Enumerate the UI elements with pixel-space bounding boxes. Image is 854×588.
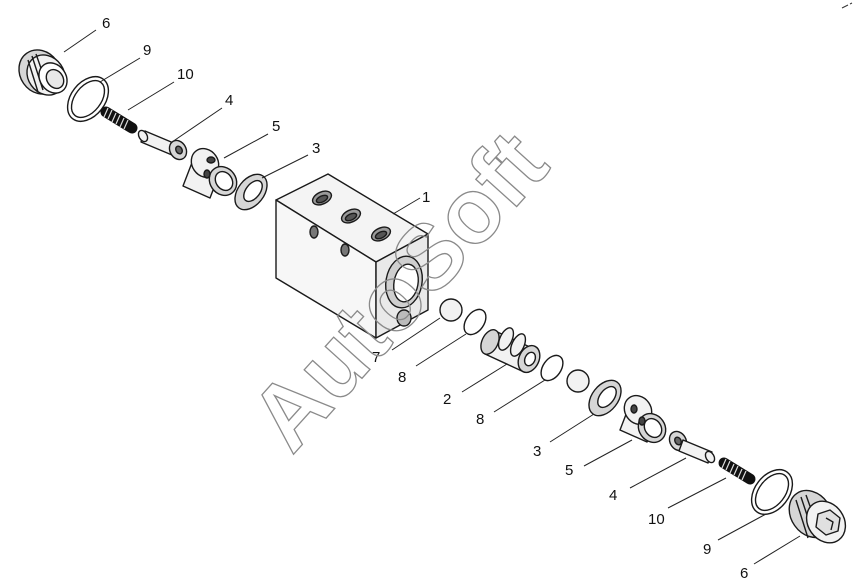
plug-part-6-upper: [18, 49, 68, 96]
callout-8-a: 8: [398, 369, 406, 386]
o-ring-part-8-a: [463, 308, 487, 336]
valve-body-part-1: [275, 173, 429, 339]
callout-7-ball: 7: [372, 349, 380, 366]
pin-part-4-upper: [137, 129, 188, 161]
spring-part-10-lower: [718, 457, 756, 485]
callout-10-lower: 10: [648, 511, 665, 528]
plug-part-6-lower: [788, 489, 847, 544]
callout-6-lower: 6: [740, 565, 748, 582]
callout-6-upper: 6: [102, 15, 110, 32]
watermark-text: AutoSoft: [231, 113, 567, 470]
callout-10-upper: 10: [177, 66, 194, 83]
ball-part-7: [439, 298, 463, 322]
callout-4-upper: 4: [225, 92, 233, 109]
washer-part-3-lower: [588, 379, 622, 417]
callout-5-upper: 5: [272, 118, 280, 135]
spool-part-2: [480, 327, 541, 374]
sleeve-part-5-upper: [182, 147, 238, 199]
ball-lower: [566, 369, 590, 393]
corner-mark: [841, 2, 853, 9]
watermark: AutoSoft: [230, 112, 567, 470]
callout-3-upper: 3: [312, 140, 320, 157]
o-ring-part-9-upper: [66, 75, 110, 123]
washer-part-3-upper: [234, 173, 268, 211]
sleeve-part-5-lower: [619, 394, 667, 444]
o-ring-part-9-lower: [750, 468, 794, 516]
callout-2-spool: 2: [443, 391, 451, 408]
pin-part-4-lower: [668, 430, 716, 464]
callout-4-lower: 4: [609, 487, 617, 504]
callout-9-lower: 9: [703, 541, 711, 558]
callout-3-lower: 3: [533, 443, 541, 460]
callout-9-upper: 9: [143, 42, 151, 59]
callout-labels: 6 9 10 4 5 3 1 7 8 2 8 3 5 4 10 9 6: [102, 15, 748, 582]
callout-8-b: 8: [476, 411, 484, 428]
callout-5-lower: 5: [565, 462, 573, 479]
leader-lines: [63, 29, 801, 565]
spring-part-10-upper: [100, 106, 138, 134]
callout-1-body: 1: [422, 189, 430, 206]
o-ring-part-8-b: [540, 354, 564, 382]
